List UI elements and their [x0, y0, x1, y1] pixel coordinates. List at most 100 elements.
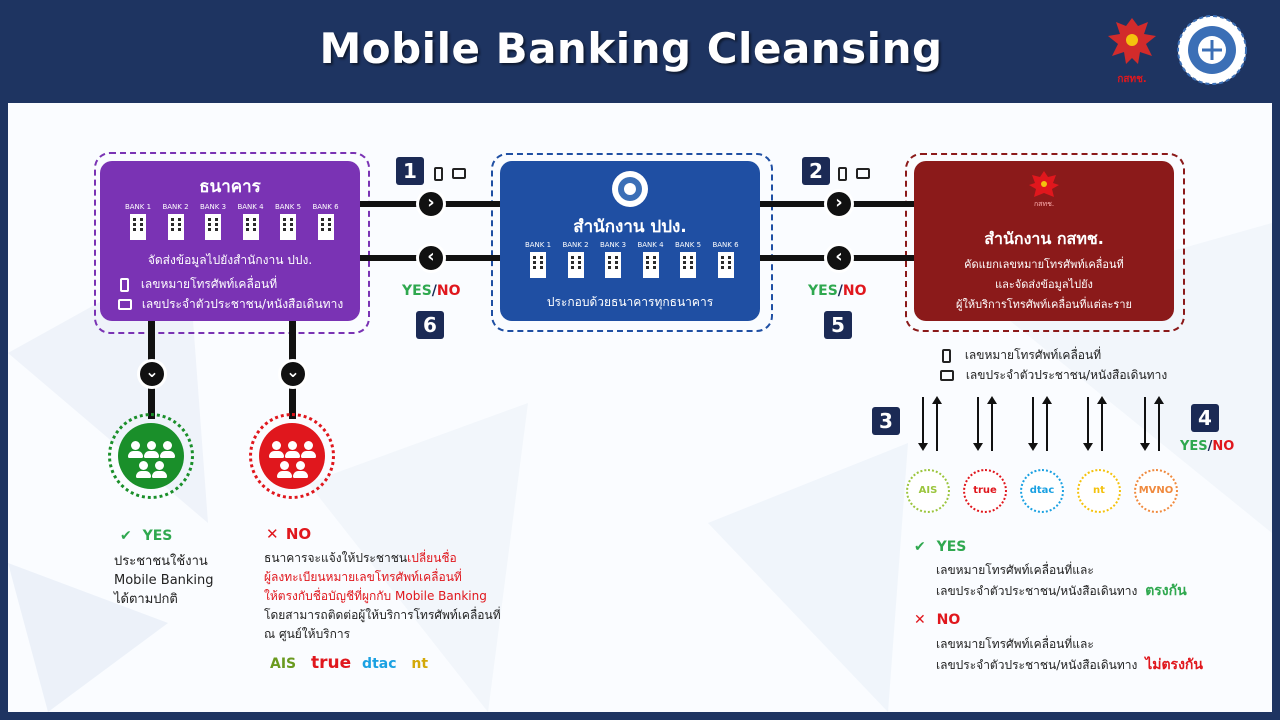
operator-dtac-logo: dtac: [1020, 469, 1064, 513]
left-no-line-5: ณ ศูนย์ให้บริการ: [264, 627, 351, 641]
yes-label: YES: [1180, 439, 1208, 454]
step-5-yesno: YES/NO: [808, 283, 867, 299]
right-yes-line-1: เลขหมายโทรศัพท์เคลื่อนที่และ: [936, 563, 1094, 577]
bank-building: BANK 1: [120, 203, 156, 244]
building-icon: [717, 252, 734, 278]
bank-building: BANK 5: [670, 241, 706, 282]
phone-icon: [434, 166, 443, 181]
step-2-badge: 2: [802, 157, 830, 185]
arrow-right-icon: ›: [824, 189, 854, 219]
operator-mvno-logo: MVNO: [1134, 469, 1178, 513]
bank-label: BANK 2: [562, 241, 589, 249]
phone-icon: [838, 166, 847, 181]
operator-true-logo: true: [963, 469, 1007, 513]
banks-item-phone: เลขหมายโทรศัพท์เคลื่อนที่: [120, 275, 277, 294]
building-icon: [567, 252, 584, 278]
arrow-down-icon: [973, 443, 983, 451]
arrow-right-icon: ›: [416, 189, 446, 219]
bank-label: BANK 4: [637, 241, 664, 249]
right-no-line-2: เลขประจำตัวประชาชน/หนังสือเดินทาง ไม่ตรง…: [936, 655, 1203, 676]
building-icon: [680, 252, 696, 278]
left-no-line-1: ธนาคารจะแจ้งให้ประชาชนเปลี่ยนชื่อ: [264, 549, 501, 568]
bank-building: BANK 4: [233, 203, 269, 244]
bank-label: BANK 5: [274, 203, 302, 211]
arrow-down-icon: [918, 443, 928, 451]
bank-building: BANK 2: [158, 203, 194, 244]
right-no-emph: ไม่ตรงกัน: [1145, 657, 1203, 673]
nt-logo: nt: [411, 656, 429, 672]
op-item-phone: เลขหมายโทรศัพท์เคลื่อนที่: [942, 346, 1101, 365]
amlo-box-outline: [491, 153, 773, 332]
id-card-icon: [452, 168, 467, 179]
left-no-text: ธนาคารจะแจ้งให้ประชาชนเปลี่ยนชื่อ ผู้ลงท…: [264, 549, 501, 644]
no-label: NO: [842, 283, 867, 299]
step-3-badge: 3: [872, 407, 900, 435]
step-1-badge: 1: [396, 157, 424, 185]
garuda-icon: [1029, 171, 1059, 197]
building-icon: [205, 214, 221, 240]
operator-ais-logo: AIS: [906, 469, 950, 513]
bank-label: BANK 6: [312, 203, 339, 211]
left-no-line-3: ให้ตรงกับชื่อบัญชีที่ผูกกับ Mobile Banki…: [264, 589, 487, 603]
bank-building: BANK 3: [595, 241, 631, 282]
step-4-yesno: YES/NO: [1180, 439, 1234, 454]
left-yes-label: YES: [142, 528, 173, 544]
left-yes-line: ได้ตามปกติ: [114, 592, 178, 607]
bank-label: BANK 4: [237, 203, 264, 211]
left-no-heading: ✕ NO: [266, 525, 311, 543]
bank-label: BANK 3: [199, 203, 227, 211]
arrow-up-line: [991, 403, 993, 451]
right-yes-emph: ตรงกัน: [1145, 583, 1187, 599]
right-yes-line-2: เลขประจำตัวประชาชน/หนังสือเดินทาง ตรงกัน: [936, 581, 1187, 602]
right-yes-heading: ✔ YES: [914, 539, 966, 555]
ais-logo: AIS: [270, 656, 297, 672]
left-no-line-4: โดยสามารถติดต่อผู้ให้บริการโทรศัพท์เคลื่…: [264, 608, 501, 622]
building-icon: [167, 214, 184, 240]
op-item-phone-label: เลขหมายโทรศัพท์เคลื่อนที่: [964, 348, 1102, 362]
bank-label: BANK 1: [124, 203, 152, 211]
banks-desc: จัดส่งข้อมูลไปยังสำนักงาน ปปง.: [147, 253, 313, 267]
phone-icon: [120, 277, 129, 292]
bank-building: BANK 2: [558, 241, 594, 282]
building-icon: [605, 252, 621, 278]
arrow-down-icon: [1140, 443, 1150, 451]
people-group-no-icon: [249, 413, 335, 499]
operator-nt-logo: nt: [1077, 469, 1121, 513]
phone-icon: [942, 348, 951, 363]
bank-building: BANK 6: [708, 241, 744, 282]
no-label: NO: [1212, 439, 1235, 454]
no-label: NO: [436, 283, 461, 299]
step-4-badge: 4: [1191, 404, 1219, 432]
banks-box-outline: [94, 152, 370, 334]
building-icon: [317, 214, 334, 240]
bank-label: BANK 3: [599, 241, 627, 249]
arrow-up-icon: [987, 396, 997, 404]
yes-label: YES: [402, 283, 432, 299]
banks-item-id: เลขประจำตัวประชาชน/หนังสือเดินทาง: [118, 295, 343, 314]
building-icon: [130, 214, 146, 240]
bank-label: BANK 1: [524, 241, 552, 249]
step-6-yesno: YES/NO: [402, 283, 461, 299]
people-group-yes-icon: [108, 413, 194, 499]
arrow-up-line: [1046, 403, 1048, 451]
building-icon: [280, 214, 296, 240]
nbtc-desc-2: และจัดส่งข้อมูลไปยัง: [995, 278, 1093, 291]
op-item-id-label: เลขประจำตัวประชาชน/หนังสือเดินทาง: [965, 368, 1168, 382]
right-yes-text: เลขหมายโทรศัพท์เคลื่อนที่และ เลขประจำตัว…: [936, 560, 1187, 602]
arrow-down-line: [1144, 397, 1146, 445]
step-5-badge: 5: [824, 311, 852, 339]
people-group-yes-fill: [118, 423, 184, 489]
arrow-down-line: [1032, 397, 1034, 445]
bank-building: BANK 3: [195, 203, 231, 244]
left-yes-line: ประชาชนใช้งาน: [114, 554, 208, 569]
bank-building: BANK 6: [308, 203, 344, 244]
left-yes-line: Mobile Banking: [114, 573, 214, 588]
left-yes-heading: ✔ YES: [120, 528, 172, 544]
arrow-down-line: [977, 397, 979, 445]
slash: /: [1207, 439, 1213, 454]
slash: /: [431, 283, 437, 299]
amlo-seal-icon: [1177, 15, 1247, 85]
bottom-operator-logos: AIS true dtac nt: [270, 653, 428, 673]
